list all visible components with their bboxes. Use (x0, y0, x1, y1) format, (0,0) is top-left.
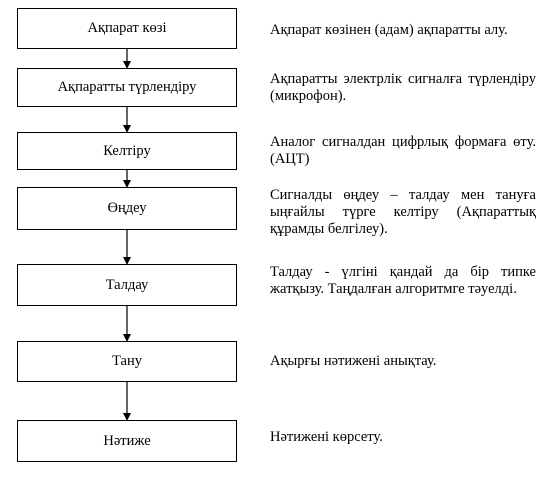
step-description-processing: Сигналды өңдеу – талдау мен тануға ыңғай… (270, 187, 536, 237)
step-box-processing: Өңдеу (17, 187, 237, 230)
step-description-recognition: Ақырғы нәтижені анықтау. (270, 353, 437, 369)
step-description-result: Нәтижені көрсету. (270, 429, 383, 445)
step-box-analysis: Талдау (17, 264, 237, 306)
step-box-recognition: Тану (17, 341, 237, 382)
step-label: Келтіру (103, 142, 151, 159)
step-label: Нәтиже (103, 432, 151, 449)
step-description-sampling: Аналог сигналдан цифрлық формаға өту. (А… (270, 134, 536, 167)
step-label: Ақпаратты түрлендіру (57, 79, 197, 95)
step-box-result: Нәтиже (17, 420, 237, 462)
step-label: Тану (112, 353, 142, 369)
step-label: Талдау (105, 276, 149, 293)
step-description-source: Ақпарат көзінен (адам) ақпаратты алу. (270, 22, 508, 38)
step-box-source: Ақпарат көзі (17, 8, 237, 49)
step-description-analysis: Талдау - үлгіні қандай да бір типке жатқ… (270, 264, 536, 297)
step-box-conversion: Ақпаратты түрлендіру (17, 68, 237, 107)
step-label: Ақпарат көзі (87, 20, 167, 36)
step-box-sampling: Келтіру (17, 132, 237, 170)
step-label: Өңдеу (107, 200, 147, 216)
step-description-conversion: Ақпаратты электрлік сигналға түрлендіру … (270, 71, 536, 104)
